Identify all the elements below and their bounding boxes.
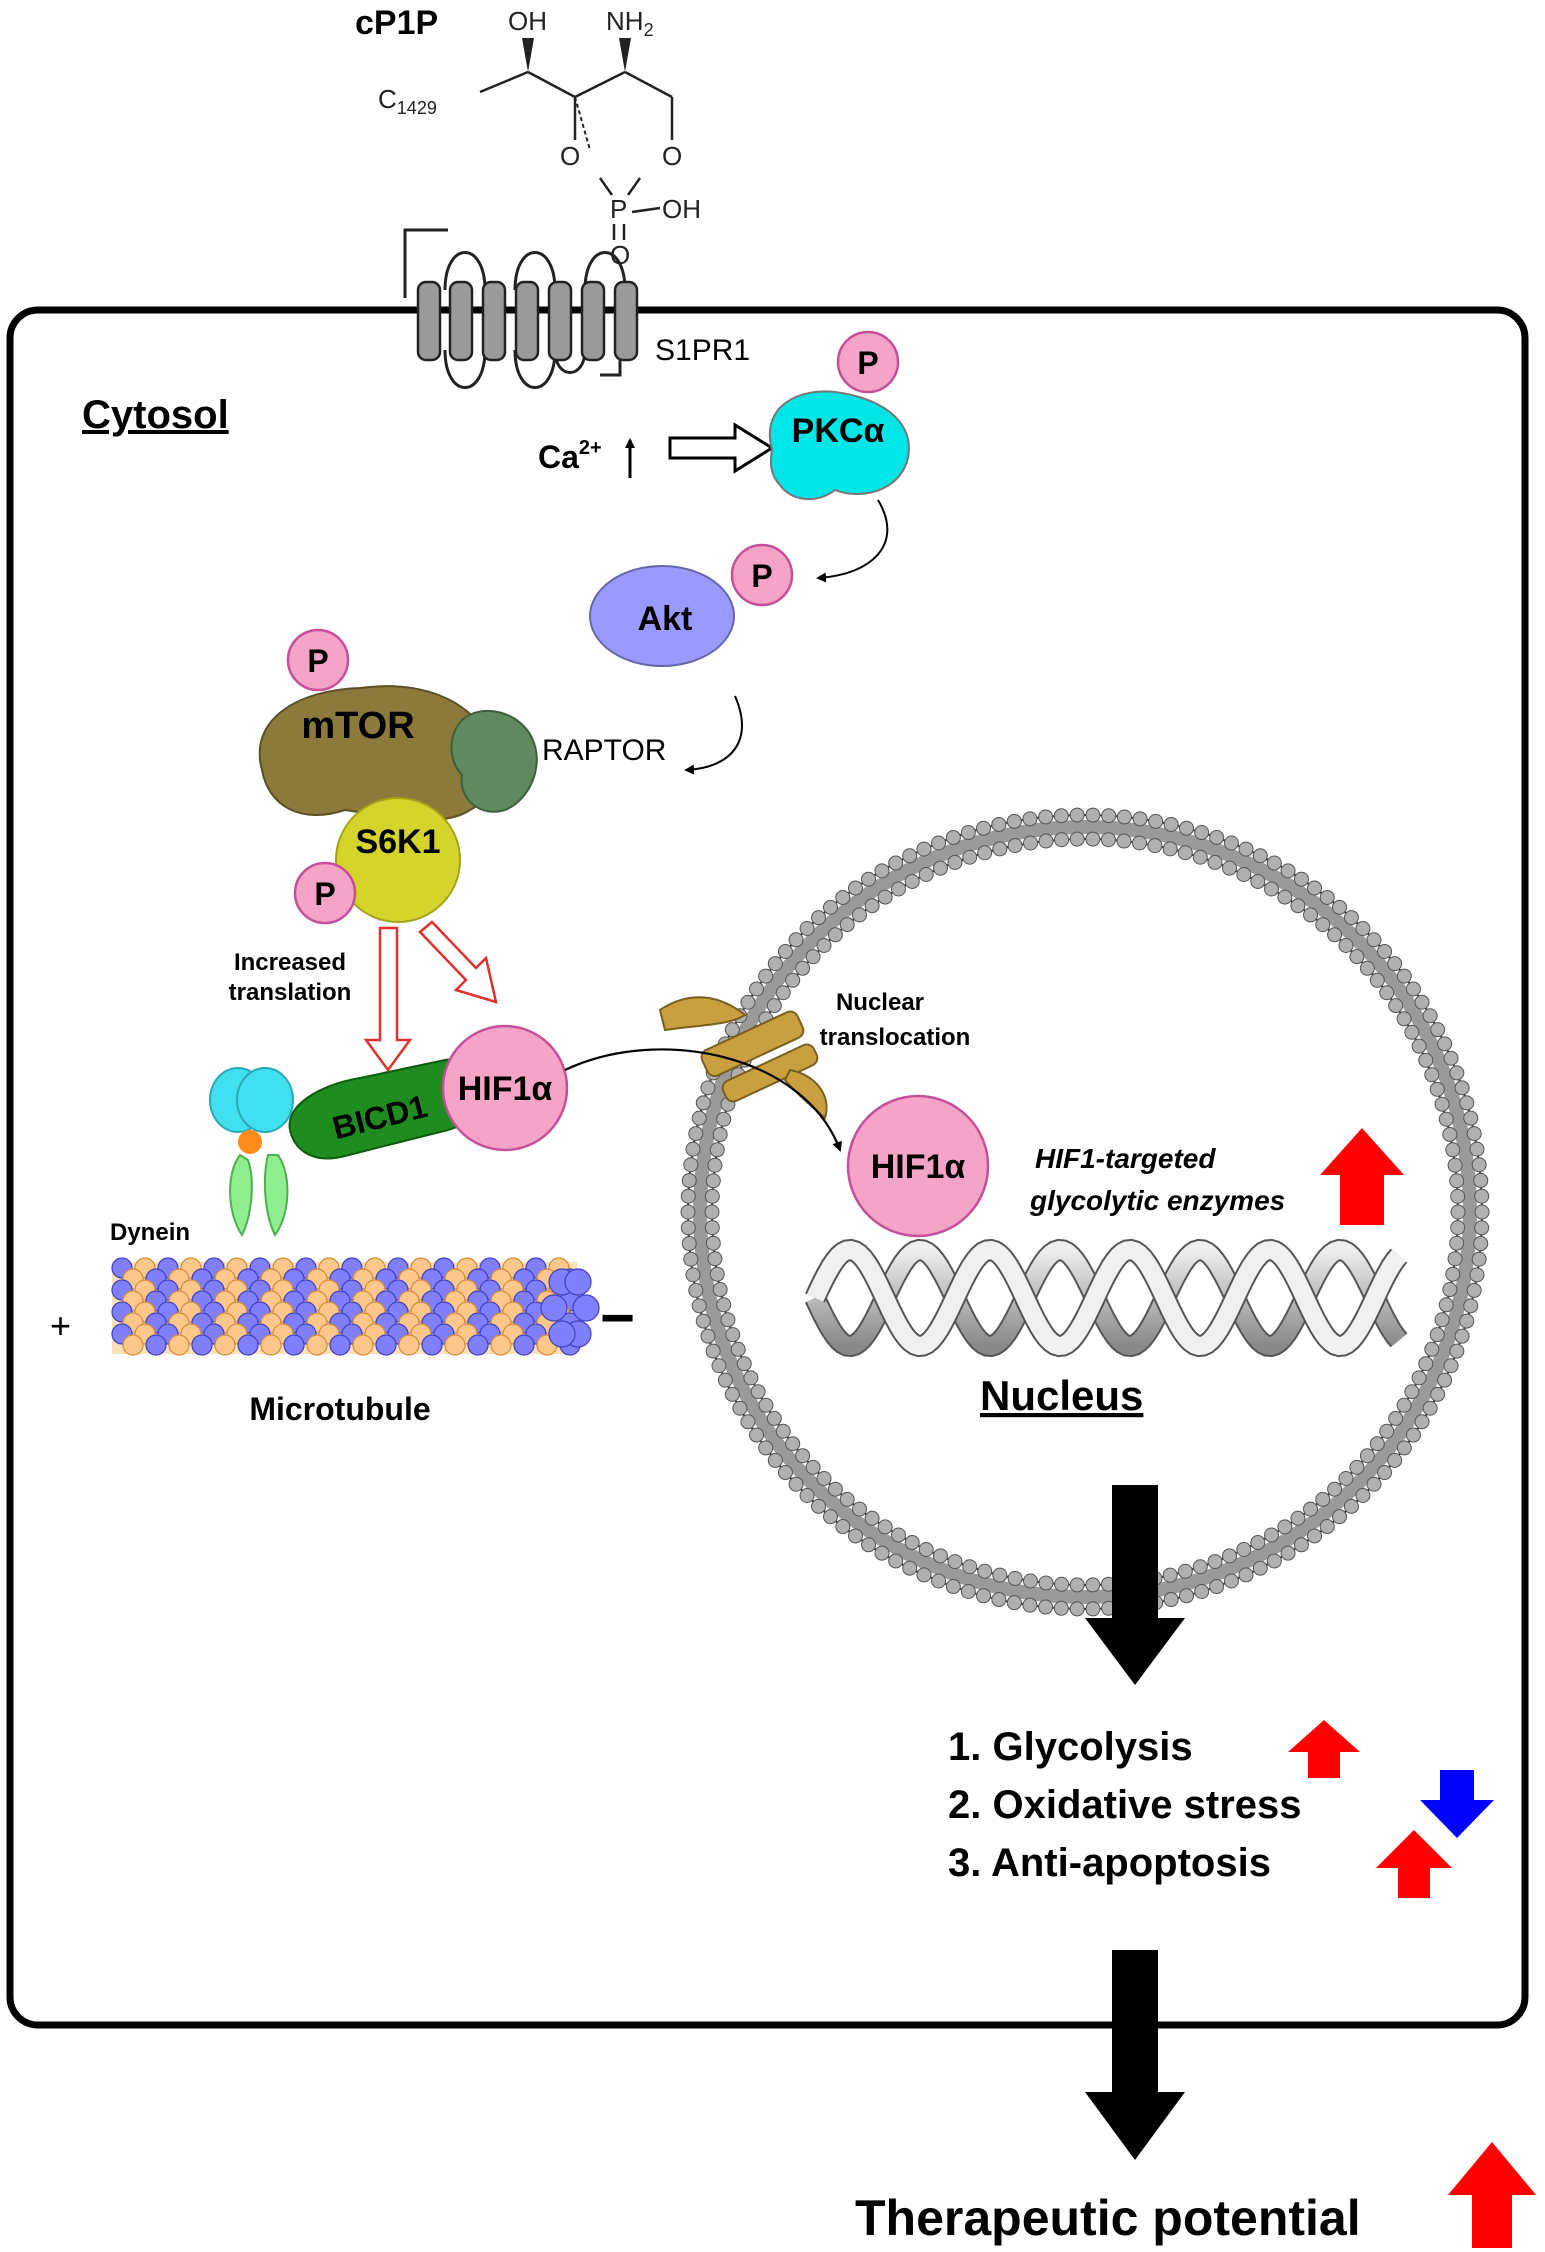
cp1p-molecule: cP1P OH NH2 C1429 O O P OH O — [355, 4, 701, 270]
p-label: P — [610, 194, 627, 224]
phospho-akt-label: P — [751, 558, 772, 594]
mtor-label: mTOR — [301, 705, 414, 747]
arrow-akt-to-mtor — [684, 695, 743, 775]
akt: Akt P — [589, 543, 794, 667]
nuclear-translocation-line1: Nuclear — [836, 989, 924, 1016]
microtubule-plus: + — [50, 1305, 71, 1346]
phospho-s6k1 — [293, 861, 357, 925]
nh2-label: NH2 — [606, 6, 654, 40]
hif1a-cytosol: HIF1α — [441, 1024, 569, 1152]
o-right-label: O — [662, 141, 682, 171]
o-double-label: O — [610, 240, 630, 270]
phospho-mtor-label: P — [307, 643, 328, 679]
nuclear-translocation-line2: translocation — [820, 1024, 971, 1051]
arrow-outcomes-to-therapeutic — [1085, 1950, 1185, 2160]
pkc-alpha: PKCα P — [769, 330, 910, 501]
increased-translation: Increased translation — [229, 920, 498, 1073]
outcome-3-up-arrow — [1376, 1830, 1452, 1898]
hif-targets-up-arrow — [1320, 1128, 1404, 1225]
nuclear-pore: Nuclear translocation — [658, 989, 971, 1120]
hif-targets-line1: HIF1-targeted — [1035, 1143, 1216, 1174]
outcome-2: 2. Oxidative stress — [948, 1783, 1302, 1827]
dynein-complex: BICD1 Dynein — [110, 1058, 485, 1246]
outcome-1-up-arrow — [1288, 1720, 1360, 1778]
cp1p-label: cP1P — [355, 4, 438, 42]
s6k1 — [335, 797, 461, 923]
calcium-indicator: Ca2+ — [538, 422, 775, 478]
outcomes-list: 1. Glycolysis 2. Oxidative stress 3. Ant… — [948, 1720, 1494, 1898]
raptor — [450, 710, 538, 813]
activation-arrow-open — [668, 422, 775, 474]
outcome-3: 3. Anti-apoptosis — [948, 1841, 1271, 1885]
arrow-pkc-to-akt — [816, 499, 889, 583]
chain-label: C1429 — [378, 84, 437, 118]
dna-helix — [805, 1238, 1408, 1358]
s1pr1-receptor: S1PR1 — [403, 228, 750, 389]
microtubule-minus: − — [600, 1284, 635, 1351]
o-left-label: O — [560, 141, 580, 171]
s6k1-label: S6K1 — [355, 823, 440, 861]
increased-translation-line2: translation — [229, 979, 352, 1006]
hif1a-cytosol-label: HIF1α — [458, 1070, 553, 1108]
therapeutic-up-arrow — [1448, 2142, 1536, 2248]
phospho-pkc — [836, 330, 900, 394]
outcome-2-down-arrow — [1420, 1770, 1494, 1838]
akt-label: Akt — [638, 600, 693, 638]
dynein-label: Dynein — [110, 1219, 190, 1246]
nucleus-label: Nucleus — [980, 1372, 1143, 1419]
phospho-s6k1-label: P — [314, 876, 335, 912]
translation-arrow-to-hif — [418, 920, 498, 1004]
therapeutic-potential: Therapeutic potential — [855, 2190, 1361, 2246]
microtubule-label: Microtubule — [249, 1391, 430, 1427]
hif-targets-line2: glycolytic enzymes — [1029, 1185, 1285, 1216]
phospho-pkc-label: P — [857, 345, 878, 381]
increased-translation-line1: Increased — [234, 949, 346, 976]
hif1a-nucleus-label: HIF1α — [871, 1148, 966, 1186]
hif1a-nucleus: HIF1α — [846, 1094, 990, 1238]
microtubule: + − Microtubule — [50, 1257, 635, 1427]
phospho-mtor — [286, 628, 350, 692]
outcome-1: 1. Glycolysis — [948, 1725, 1193, 1769]
nucleus: Nucleus — [680, 807, 1490, 1617]
arrow-nucleus-to-outcomes — [1085, 1485, 1185, 1685]
cell-membrane — [6, 306, 1529, 2029]
phospho-akt — [730, 543, 794, 607]
oh-p-label: OH — [662, 194, 701, 224]
oh-label: OH — [508, 6, 547, 36]
translation-arrow-to-bicd1 — [363, 926, 413, 1073]
cytosol-label: Cytosol — [82, 393, 229, 437]
raptor-label: RAPTOR — [542, 734, 666, 767]
s1pr1-label: S1PR1 — [655, 334, 750, 367]
arrow-hif-translocation — [564, 1048, 842, 1152]
calcium-label: Ca2+ — [538, 437, 602, 475]
mtorc1-complex: mTOR RAPTOR S6K1 P P — [258, 628, 666, 925]
pkc-label: PKCα — [792, 412, 885, 450]
